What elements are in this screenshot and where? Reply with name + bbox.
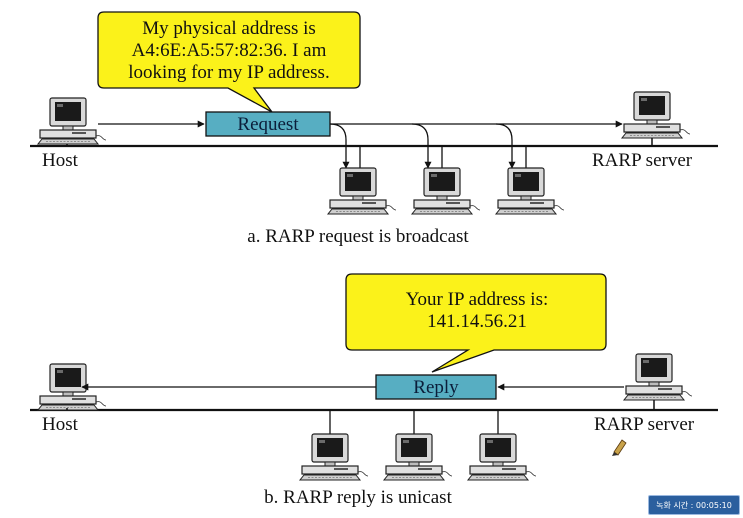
request-speech-bubble: My physical address is A4:6E:A5:57:82:36… [97, 11, 361, 113]
reply-section: Your IP address is: 141.14.56.21 Host RA… [30, 273, 718, 508]
top-server-label: RARP server [592, 150, 693, 171]
recording-timer-badge: 녹화 시간 : 00:05:10 [648, 495, 740, 515]
request-section: My physical address is A4:6E:A5:57:82:36… [30, 11, 718, 247]
top-host-computer-icon [37, 97, 107, 145]
top-rarp-server-icon [621, 91, 691, 139]
top-caption: a. RARP request is broadcast [247, 226, 469, 247]
reply-bubble-line-1: Your IP address is: [406, 289, 549, 310]
bottom-station-1-computer-icon [299, 433, 369, 481]
request-bubble-line-1: My physical address is [142, 18, 316, 39]
reply-packet-label: Reply [413, 377, 459, 398]
request-arrow-drop-1 [329, 123, 350, 169]
request-packet-label: Request [237, 114, 299, 135]
top-station-2-computer-icon [411, 167, 481, 215]
pen-cursor-icon [612, 439, 627, 456]
request-arrow-drop-3 [495, 123, 516, 169]
request-bubble-line-3: looking for my IP address. [128, 62, 329, 83]
bottom-station-3-computer-icon [467, 433, 537, 481]
reply-speech-bubble: Your IP address is: 141.14.56.21 [345, 273, 607, 373]
request-bubble-line-2: A4:6E:A5:57:82:36. I am [132, 40, 327, 61]
reply-bubble-line-2: 141.14.56.21 [427, 311, 527, 332]
bottom-server-label: RARP server [594, 414, 695, 435]
bottom-caption: b. RARP reply is unicast [264, 487, 452, 508]
bottom-station-2-computer-icon [383, 433, 453, 481]
top-host-label: Host [42, 150, 79, 171]
bottom-host-label: Host [42, 414, 79, 435]
request-arrow-drop-2 [411, 123, 432, 169]
recording-timer-label: 녹화 시간 : 00:05:10 [656, 501, 732, 510]
bottom-rarp-server-icon [623, 353, 693, 401]
reply-packet-box [375, 374, 497, 400]
top-station-3-computer-icon [495, 167, 565, 215]
request-packet-box [205, 111, 331, 137]
top-station-1-computer-icon [327, 167, 397, 215]
